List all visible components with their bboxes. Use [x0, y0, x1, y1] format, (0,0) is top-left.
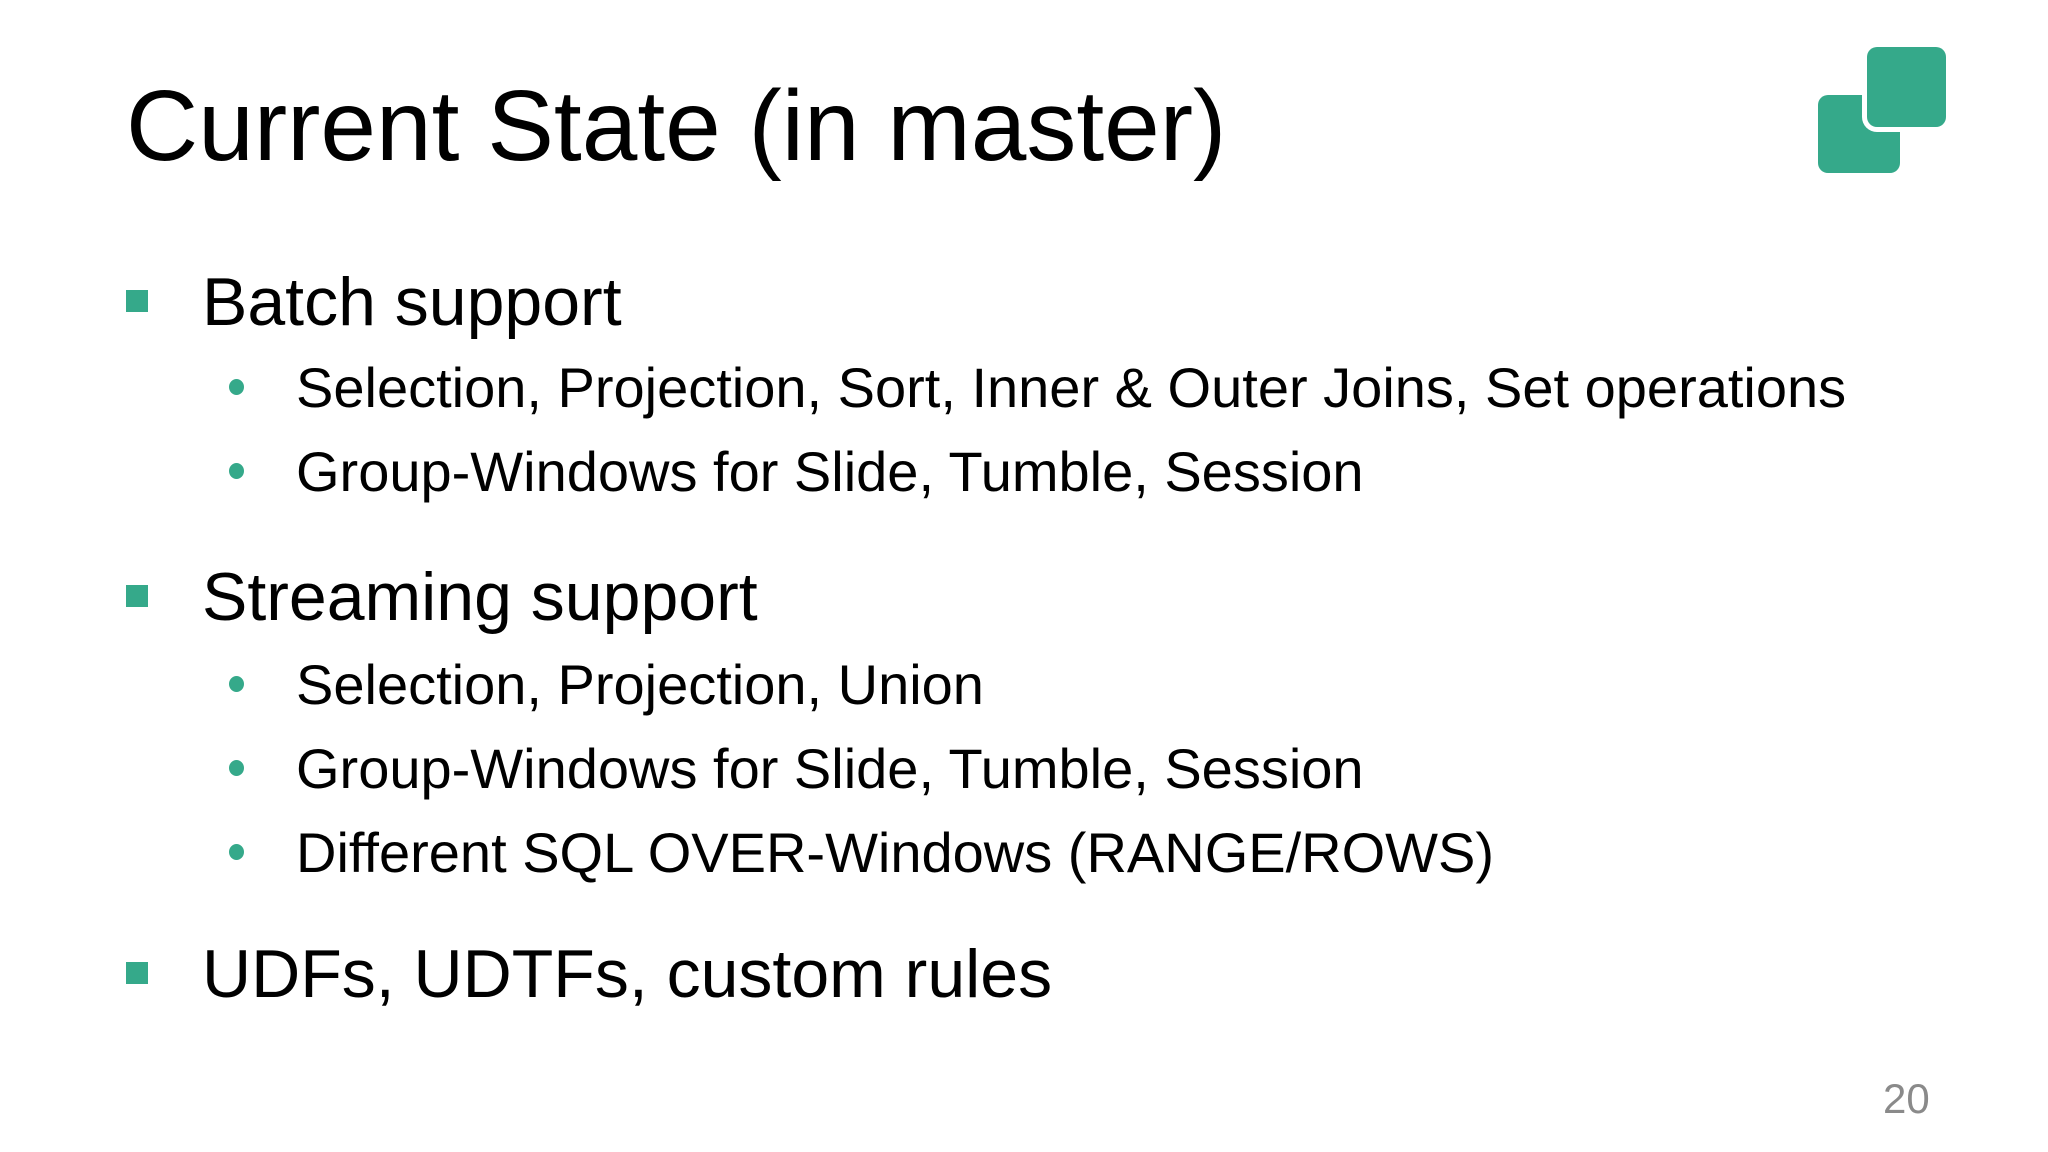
dot-bullet-icon — [229, 676, 244, 692]
square-bullet-icon — [126, 290, 148, 312]
bullet-item: Different SQL OVER-Windows (RANGE/ROWS) — [296, 821, 1495, 884]
dot-bullet-icon — [229, 463, 244, 479]
bullet-heading-batch-support: Batch support — [202, 264, 622, 340]
bullet-heading-streaming-support: Streaming support — [202, 559, 758, 635]
dot-bullet-icon — [229, 760, 244, 776]
square-bullet-icon — [126, 585, 148, 607]
bullet-heading-udfs: UDFs, UDTFs, custom rules — [202, 936, 1053, 1012]
bullet-item: Group-Windows for Slide, Tumble, Session — [296, 737, 1364, 800]
slide-title: Current State (in master) — [126, 70, 1227, 182]
dot-bullet-icon — [229, 379, 244, 395]
bullet-item: Selection, Projection, Sort, Inner & Out… — [296, 356, 1847, 419]
logo-front-square-icon — [1867, 47, 1946, 127]
dot-bullet-icon — [229, 844, 244, 860]
bullet-item: Selection, Projection, Union — [296, 653, 984, 716]
bullet-item: Group-Windows for Slide, Tumble, Session — [296, 440, 1364, 503]
page-number: 20 — [1883, 1075, 1930, 1122]
square-bullet-icon — [126, 962, 148, 984]
